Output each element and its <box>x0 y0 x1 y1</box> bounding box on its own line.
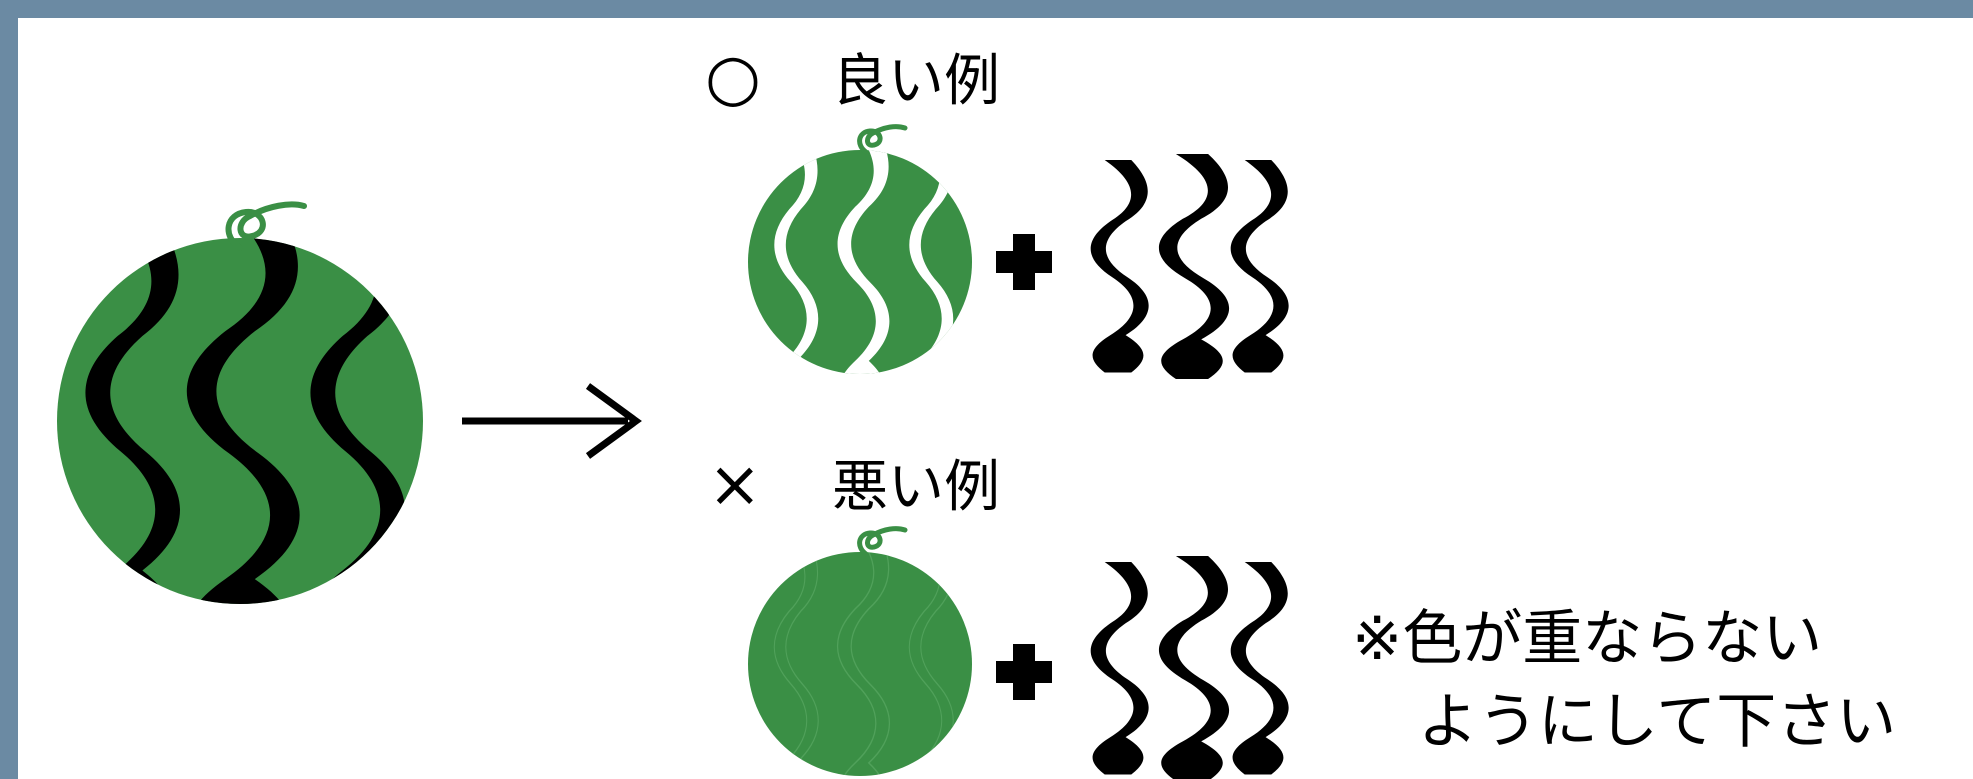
good-melon-icon <box>748 124 972 374</box>
arrow-right-icon <box>462 383 642 459</box>
stripes-icon <box>1090 556 1289 779</box>
good-mark: ○ <box>705 41 761 115</box>
plus-icon <box>996 644 1052 700</box>
bad-melon-icon <box>748 526 972 776</box>
stripes-icon <box>1090 154 1289 379</box>
good-example-label: 良い例 <box>832 49 1000 114</box>
bad-mark: × <box>708 448 762 522</box>
bad-example-label: 悪い例 <box>832 455 1000 520</box>
note-line-2: ようにして下さい <box>1418 687 1897 757</box>
note-line-1: ※色が重ならない <box>1352 604 1823 674</box>
plus-icon <box>996 234 1052 290</box>
watermelon-icon <box>57 201 423 604</box>
